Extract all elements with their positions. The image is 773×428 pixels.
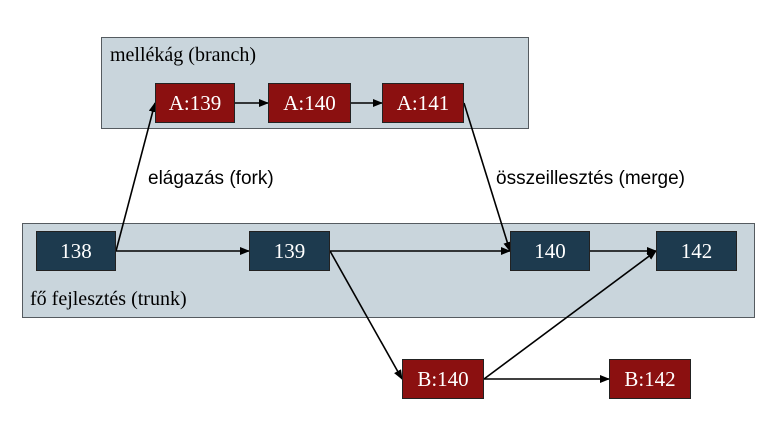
node-b140[interactable]: B:140	[402, 359, 484, 399]
trunk-region-label: fő fejlesztés (trunk)	[30, 288, 187, 310]
fork-label: elágazás (fork)	[148, 168, 274, 189]
node-a139[interactable]: A:139	[155, 83, 235, 123]
node-t139[interactable]: 139	[249, 231, 330, 271]
merge-label: összeillesztés (merge)	[496, 168, 685, 189]
edge-t138-to-a139	[115, 102, 157, 252]
trunk-region	[22, 223, 755, 318]
node-t138[interactable]: 138	[36, 231, 116, 271]
node-b142[interactable]: B:142	[609, 359, 691, 399]
branch-region-label: mellékág (branch)	[110, 44, 257, 66]
edge-t139-to-b140	[329, 250, 403, 380]
node-a141[interactable]: A:141	[382, 83, 464, 123]
edge-a141-to-t140	[463, 102, 512, 252]
node-t142[interactable]: 142	[656, 231, 737, 271]
node-a140[interactable]: A:140	[268, 83, 351, 123]
edge-b140-to-t142	[483, 250, 657, 380]
node-t140[interactable]: 140	[510, 231, 590, 271]
